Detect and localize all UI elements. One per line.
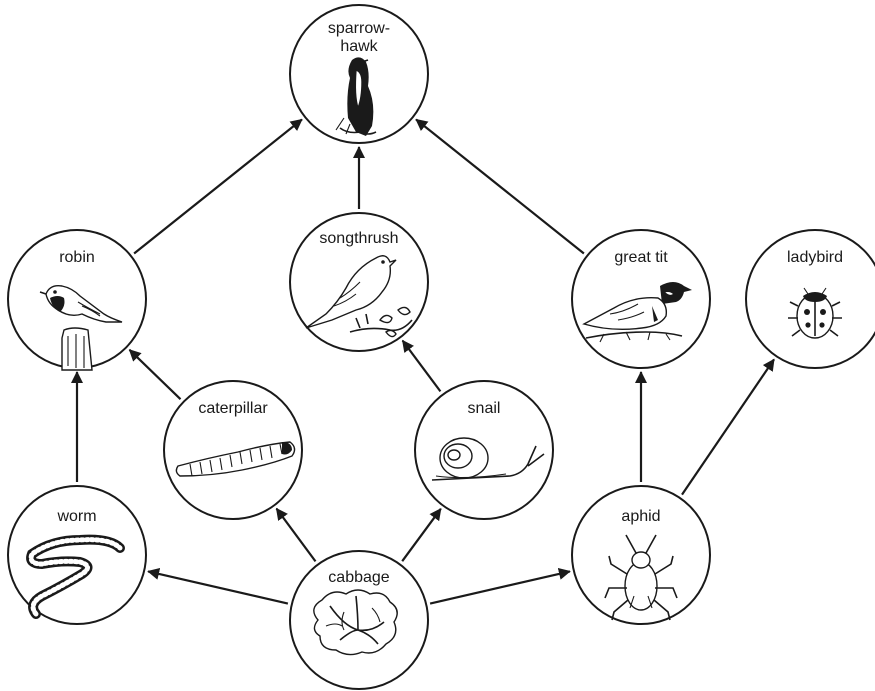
node-cabbage: cabbage [289,550,429,690]
caterpillar-icon [175,441,296,477]
node-label: sparrow- [328,20,390,37]
arrow-cabbage-to-worm [147,568,289,605]
snail-icon [431,437,545,481]
node-label: aphid [621,508,660,525]
arrow-cabbage-to-aphid [429,568,571,605]
node-worm: worm [7,485,147,625]
node-robin: robin [7,229,147,371]
arrow-cabbage-to-snail [401,507,442,562]
node-label: worm [56,508,96,525]
arrow-robin-to-sparrowhawk [133,118,303,255]
great-tit-icon [582,282,692,343]
arrow-greattit-to-sparrowhawk [415,118,585,255]
robin-icon [39,284,123,371]
node-circle [7,485,147,625]
node-label: robin [59,249,95,266]
node-label: snail [468,400,501,417]
node-label: hawk [340,38,378,55]
node-label: great tit [614,249,668,266]
node-label: caterpillar [198,400,268,417]
node-songthrush: songthrush [289,212,429,352]
node-label: cabbage [328,569,389,586]
node-label: songthrush [319,230,398,247]
cabbage-icon [313,589,398,656]
node-greattit: great tit [571,229,711,369]
node-sparrowhawk: sparrow- hawk [289,4,429,144]
ladybird-icon [788,287,842,339]
arrow-cabbage-to-caterpillar [275,507,317,563]
node-label: ladybird [787,249,843,266]
arrow-caterpillar-to-robin [128,349,182,400]
node-caterpillar: caterpillar [163,380,303,520]
node-aphid: aphid [571,485,711,625]
edges-layer [71,118,775,605]
node-snail: snail [414,380,554,520]
aphid-icon [604,534,678,621]
sparrowhawk-icon [335,57,377,136]
node-circle [163,380,303,520]
arrow-snail-to-songthrush [401,339,442,393]
worm-icon [26,534,125,619]
arrow-aphid-to-ladybird [681,358,775,496]
node-ladybird: ladybird [745,229,875,369]
songthrush-icon [305,255,413,338]
